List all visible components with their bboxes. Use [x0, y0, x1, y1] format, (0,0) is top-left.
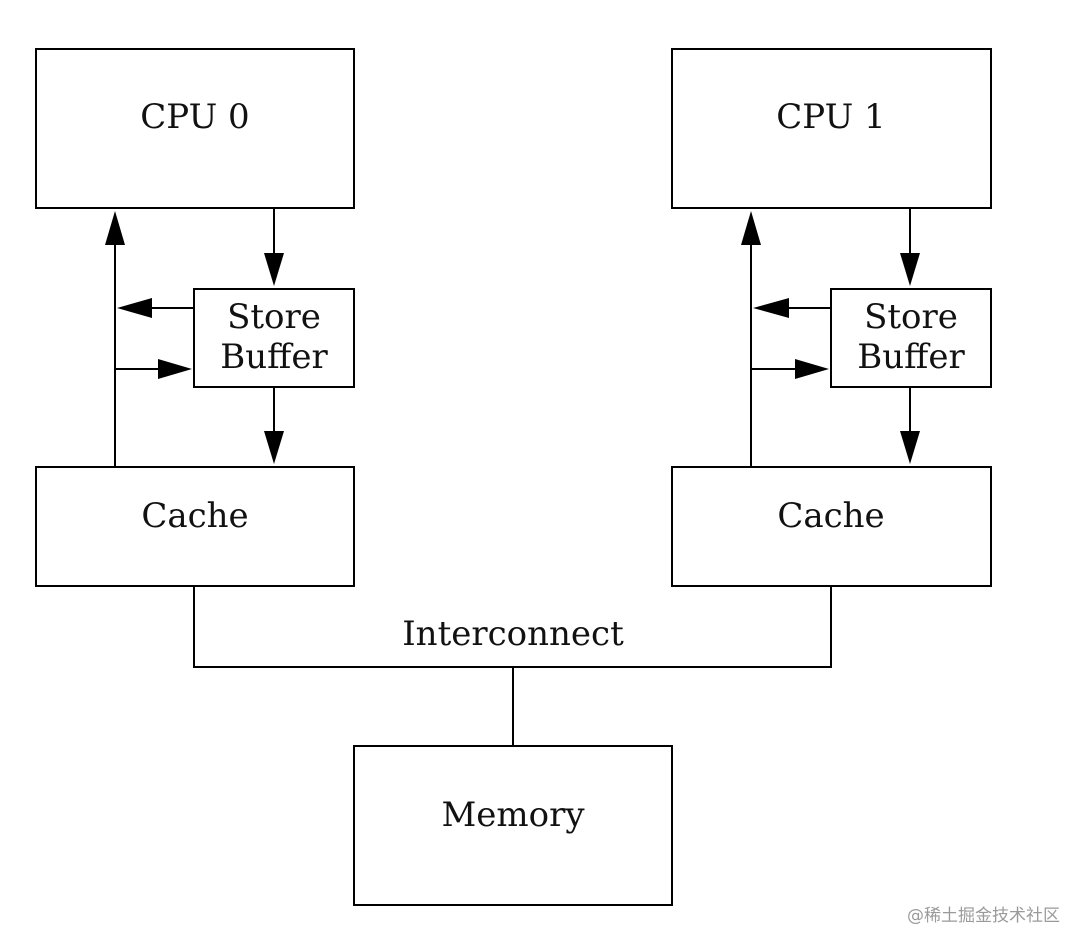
cpu1-store-buffer-to-cache-arrow — [900, 387, 920, 464]
cpu0-cache-to-cpu-arrow — [105, 211, 125, 467]
memory-group: Memory — [353, 745, 673, 906]
cpu1-group: CPU 1 Store Buffer Cache — [671, 48, 992, 587]
cpu0-store-buffer-label-line1: Store — [227, 297, 321, 337]
cpu1-label: CPU 1 — [776, 97, 885, 137]
cpu1-cache-label: Cache — [777, 496, 884, 536]
interconnect-group: Interconnect — [193, 586, 832, 746]
cpu1-cache-box — [671, 466, 992, 587]
cpu0-label: CPU 0 — [140, 97, 249, 137]
cpu1-store-buffer-label-line2: Buffer — [857, 337, 965, 377]
cpu1-to-store-buffer-side-arrow — [751, 359, 829, 379]
cpu1-cache-to-cpu-arrow — [741, 211, 761, 467]
cpu0-store-buffer-forward-arrow — [117, 298, 194, 318]
cpu0-box — [35, 48, 355, 209]
cpu1-store-buffer-label-line1: Store — [864, 297, 958, 337]
cpu1-to-store-buffer-arrow — [900, 208, 920, 286]
cpu0-to-store-buffer-side-arrow — [115, 359, 192, 379]
watermark-text: @稀土掘金技术社区 — [907, 906, 1060, 926]
cpu0-group: CPU 0 Store Buffer Cache — [35, 48, 355, 587]
cpu0-to-store-buffer-arrow — [264, 208, 284, 286]
interconnect-label: Interconnect — [402, 614, 624, 654]
cpu0-cache-box — [35, 466, 355, 587]
cpu0-store-buffer-box — [193, 288, 355, 388]
cpu0-cache-label: Cache — [141, 496, 248, 536]
memory-label: Memory — [441, 795, 585, 835]
memory-box — [353, 745, 673, 906]
cpu1-box — [671, 48, 992, 209]
cpu0-store-buffer-to-cache-arrow — [264, 387, 284, 464]
cpu1-store-buffer-forward-arrow — [753, 298, 831, 318]
cpu0-store-buffer-label-line2: Buffer — [220, 337, 328, 377]
cpu1-store-buffer-box — [830, 288, 992, 388]
